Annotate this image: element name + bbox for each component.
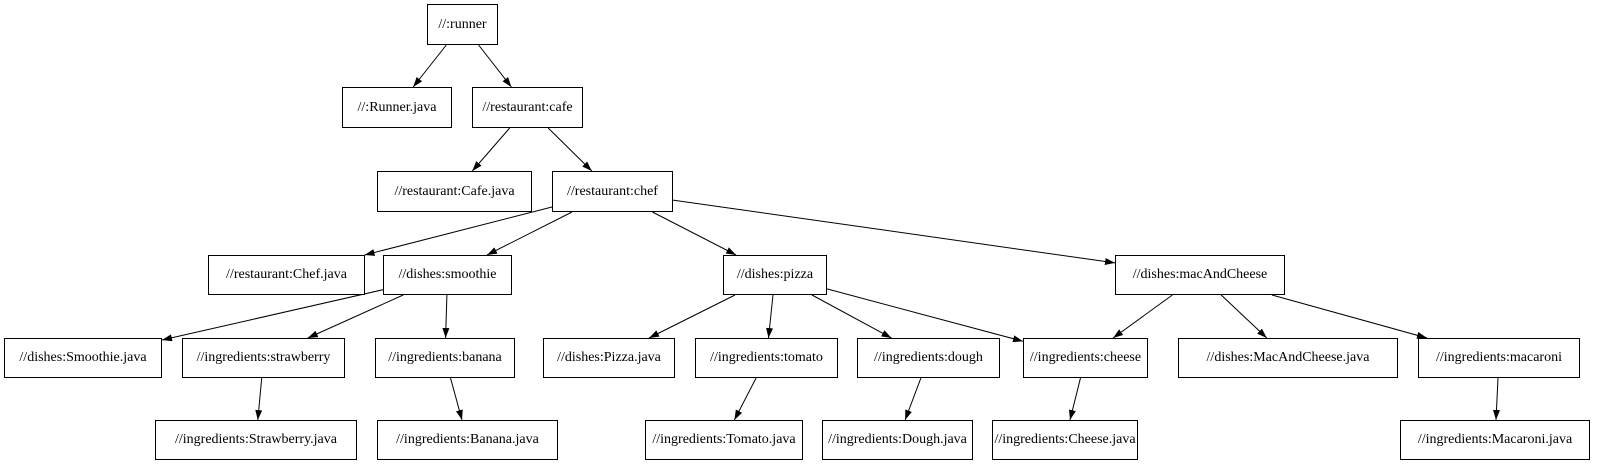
- graph-node-tomato: //ingredients:tomato: [695, 338, 838, 378]
- graph-node-dough: //ingredients:dough: [857, 338, 1000, 378]
- edge-runner-to-cafe: [478, 44, 512, 88]
- graph-node-chef_java: //restaurant:Chef.java: [208, 255, 365, 295]
- edge-smoothie-to-smoothie_java: [161, 289, 384, 342]
- graph-node-runner_java: //:Runner.java: [342, 87, 452, 128]
- edge-pizza-to-tomato: [766, 294, 774, 339]
- edge-cafe-to-cafe_java: [471, 127, 511, 172]
- graph-node-banana_java: //ingredients:Banana.java: [377, 420, 558, 460]
- edge-smoothie-to-strawberry: [307, 294, 404, 339]
- graph-node-cafe_java: //restaurant:Cafe.java: [377, 171, 532, 212]
- edge-pizza-to-dough: [811, 294, 892, 339]
- graph-node-pizza_java: //dishes:Pizza.java: [543, 338, 675, 378]
- graph-node-chef: //restaurant:chef: [552, 171, 673, 212]
- edge-macaroni-to-macaroni_java: [1492, 377, 1500, 421]
- edge-cheese-to-cheese_java: [1069, 377, 1081, 421]
- graph-node-cheese: //ingredients:cheese: [1023, 338, 1148, 378]
- edge-pizza-to-pizza_java: [648, 294, 736, 339]
- graph-node-macaroni: //ingredients:macaroni: [1418, 338, 1580, 378]
- edge-banana-to-banana_java: [450, 377, 463, 421]
- graph-node-macaroni_java: //ingredients:Macaroni.java: [1400, 420, 1590, 460]
- graph-node-dough_java: //ingredients:Dough.java: [822, 420, 973, 460]
- edge-chef-to-chef_java: [364, 206, 553, 256]
- graph-node-pizza: //dishes:pizza: [723, 255, 827, 295]
- graph-node-runner: //:runner: [427, 4, 498, 45]
- edge-strawberry-to-strawberry_java: [255, 377, 263, 421]
- graph-node-strawberry_java: //ingredients:Strawberry.java: [155, 420, 357, 460]
- graph-node-macandcheese_java: //dishes:MacAndCheese.java: [1178, 338, 1398, 378]
- edge-cafe-to-chef: [547, 127, 593, 172]
- edge-pizza-to-cheese: [826, 288, 1024, 343]
- graph-node-macandcheese: //dishes:macAndCheese: [1115, 255, 1285, 295]
- edge-smoothie-to-banana: [442, 294, 450, 339]
- edge-macandcheese-to-macaroni: [1271, 294, 1428, 339]
- edge-runner-to-runner_java: [412, 44, 447, 88]
- edge-tomato-to-tomato_java: [733, 377, 757, 421]
- graph-node-cafe: //restaurant:cafe: [472, 87, 583, 128]
- edge-dough-to-dough_java: [904, 377, 922, 421]
- edge-macandcheese-to-cheese: [1112, 294, 1173, 339]
- graph-node-strawberry: //ingredients:strawberry: [182, 338, 345, 378]
- graph-node-tomato_java: //ingredients:Tomato.java: [645, 420, 803, 460]
- graph-node-cheese_java: //ingredients:Cheese.java: [992, 420, 1138, 460]
- edge-chef-to-macandcheese: [672, 199, 1116, 265]
- edge-chef-to-pizza: [652, 211, 737, 256]
- edge-chef-to-smoothie: [486, 211, 573, 256]
- edge-macandcheese-to-macandcheese_java: [1220, 294, 1268, 339]
- graph-node-banana: //ingredients:banana: [375, 338, 515, 378]
- graph-node-smoothie_java: //dishes:Smoothie.java: [4, 338, 162, 378]
- graph-node-smoothie: //dishes:smoothie: [383, 255, 512, 295]
